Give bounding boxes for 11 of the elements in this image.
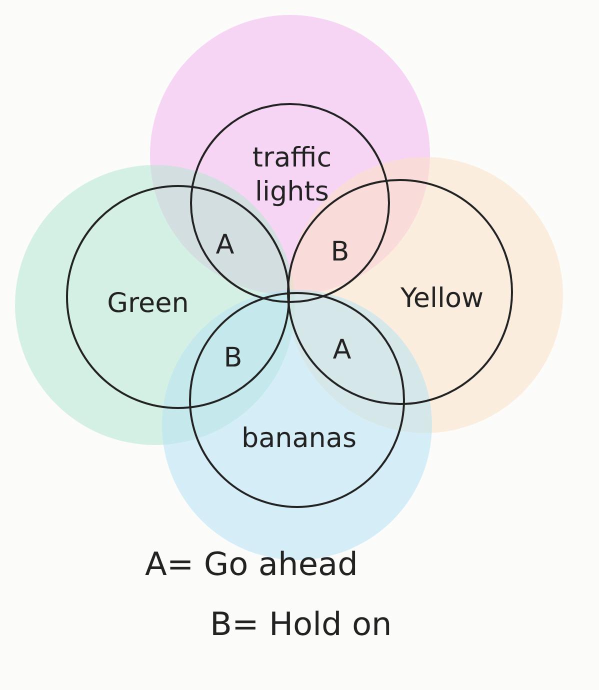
key-text: A= Go ahead [145,545,358,583]
overlap-letter: A [216,230,234,260]
set-label: traffic lights [251,141,333,209]
key-text: B= Hold on [210,605,392,643]
overlap-letter: B [330,236,350,268]
set-label: bananas [241,422,357,456]
set-label: Green [107,287,189,321]
set-label: Yellow [400,282,484,316]
overlap-letter: B [224,342,242,374]
overlap-letter: A [332,334,352,366]
venn-circle [190,103,390,303]
